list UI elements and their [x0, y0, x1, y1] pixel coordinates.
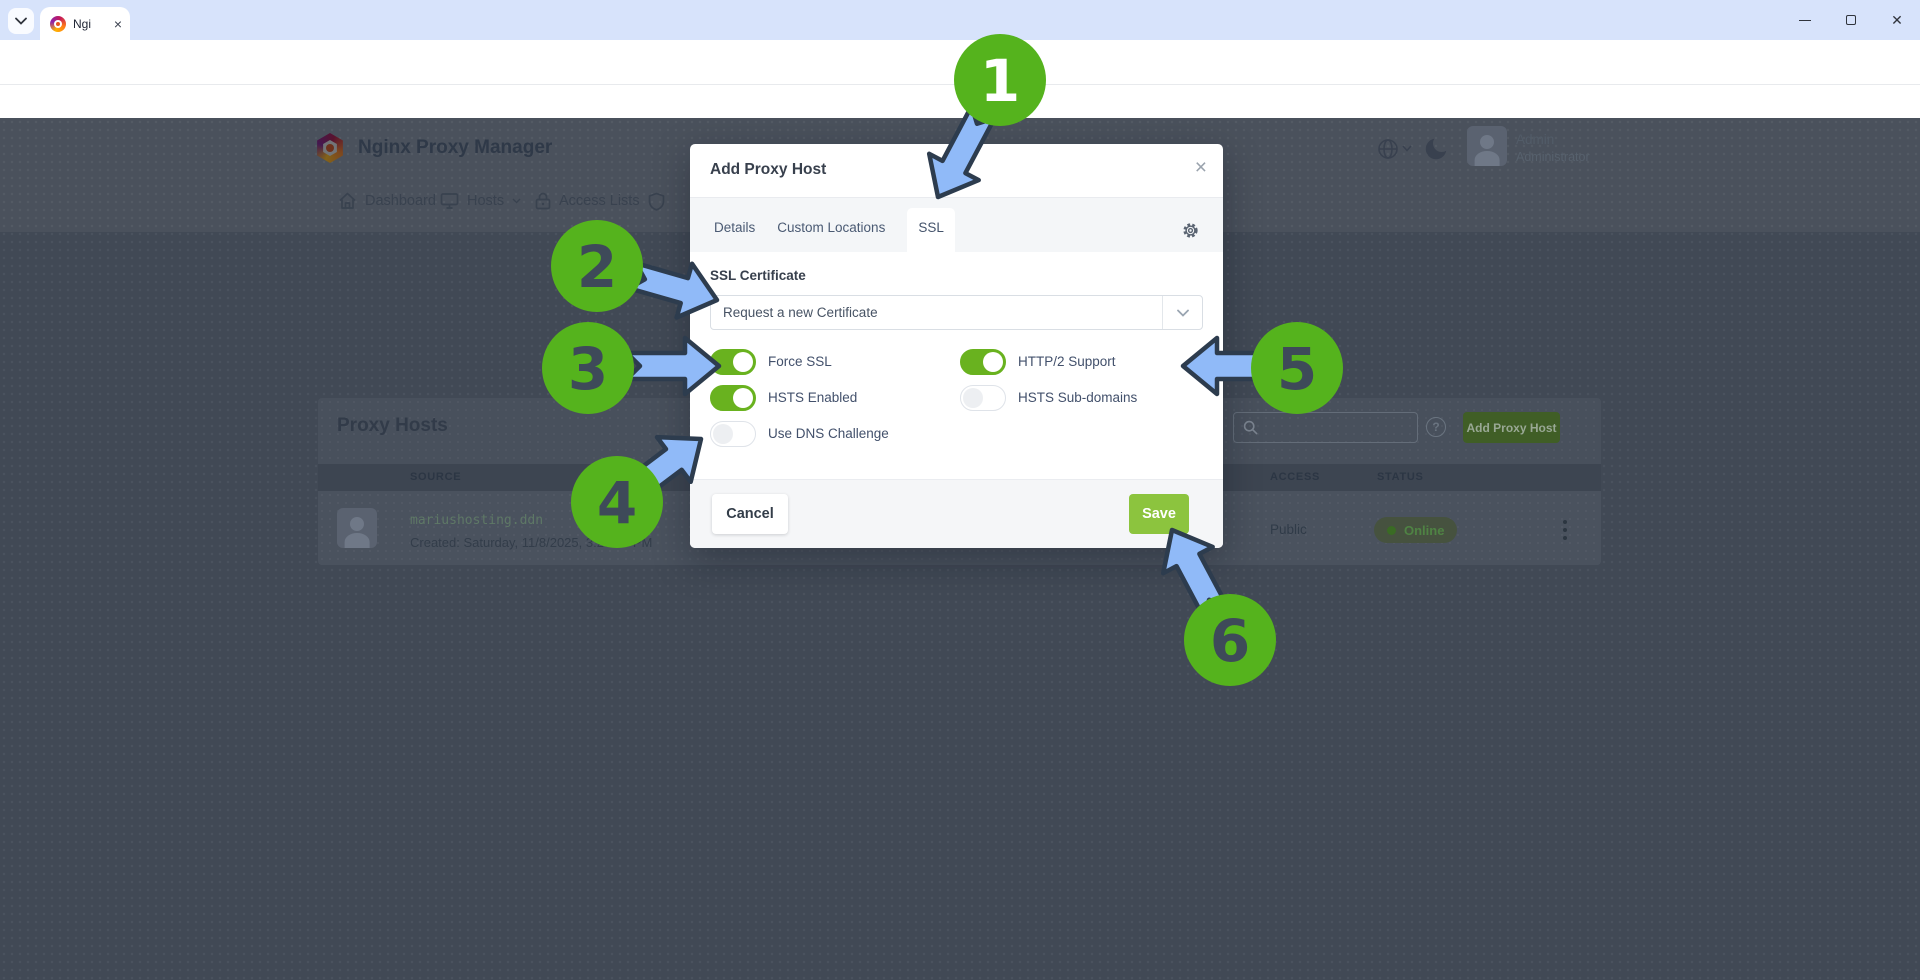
host-avatar: [337, 508, 377, 548]
add-proxy-host-modal: Add Proxy Host × Details Custom Location…: [690, 144, 1223, 548]
tab-search-button[interactable]: [8, 8, 34, 34]
window-controls: ✕: [1782, 0, 1920, 40]
column-source: SOURCE: [410, 471, 462, 483]
npm-favicon-icon: [50, 15, 66, 32]
dark-mode-moon-icon[interactable]: [1424, 134, 1450, 162]
column-access: ACCESS: [1270, 471, 1321, 483]
nav-label: Dashboard: [365, 193, 436, 209]
maximize-icon: [1846, 15, 1856, 25]
nav-label: Hosts: [467, 193, 505, 209]
npm-logo-icon: [317, 133, 343, 163]
column-status: STATUS: [1377, 471, 1424, 483]
http2-support-label: HTTP/2 Support: [1018, 354, 1116, 369]
nav-item-dashboard[interactable]: Dashboard: [338, 192, 436, 210]
modal-tab-bar: Details Custom Locations SSL: [690, 198, 1223, 252]
browser-toolbar: Not secure 192.168.0.188:81/nginx/proxy …: [0, 40, 1920, 118]
status-text: Online: [1404, 522, 1445, 538]
certificate-select[interactable]: Request a new Certificate: [710, 295, 1203, 330]
user-avatar[interactable]: [1467, 126, 1507, 166]
monitor-icon: [440, 193, 459, 209]
shield-icon: [648, 192, 665, 211]
chevron-down-icon: [512, 198, 521, 204]
help-glyph: ?: [1432, 420, 1440, 434]
user-name: Admin: [1516, 132, 1555, 147]
force-ssl-label: Force SSL: [768, 354, 832, 369]
search-input[interactable]: [1233, 412, 1418, 443]
http2-support-toggle[interactable]: [960, 349, 1006, 375]
gear-icon[interactable]: [1182, 222, 1199, 239]
row-menu-icon[interactable]: [1559, 516, 1571, 544]
modal-footer: Cancel Save: [690, 479, 1223, 548]
browser-tab[interactable]: Ngi ×: [40, 7, 130, 40]
host-access: Public: [1270, 522, 1307, 537]
tab-close-icon[interactable]: ×: [113, 15, 122, 32]
host-source: mariushosting.ddn: [410, 513, 544, 528]
nav-item-access-lists[interactable]: Access Lists: [535, 192, 640, 210]
browser-tab-strip: Ngi × ✕: [0, 0, 1920, 40]
help-button[interactable]: ?: [1426, 417, 1446, 437]
app-nav: Dashboard Hosts Access Lists: [0, 176, 1920, 232]
window-close-button[interactable]: ✕: [1874, 0, 1920, 40]
select-caret-zone: [1162, 296, 1202, 329]
modal-header: Add Proxy Host ×: [690, 144, 1223, 198]
chevron-down-icon: [1402, 145, 1412, 152]
dns-challenge-toggle[interactable]: [710, 421, 756, 447]
search-icon: [1243, 420, 1258, 435]
hsts-enabled-label: HSTS Enabled: [768, 390, 858, 405]
online-dot-icon: [1387, 525, 1396, 535]
dns-challenge-label: Use DNS Challenge: [768, 426, 889, 441]
window-maximize-button[interactable]: [1828, 0, 1874, 40]
tab-custom-locations[interactable]: Custom Locations: [777, 220, 886, 235]
language-globe-icon[interactable]: [1376, 137, 1400, 161]
hsts-subdomains-label: HSTS Sub-domains: [1018, 390, 1138, 405]
chevron-down-icon: [15, 17, 27, 25]
chevron-down-icon: [1176, 309, 1189, 317]
modal-close-icon[interactable]: ×: [1194, 156, 1207, 179]
tab-title: Ngi: [73, 16, 92, 31]
page-title: Proxy Hosts: [337, 415, 448, 436]
nav-item-hosts[interactable]: Hosts: [440, 192, 521, 210]
cancel-button[interactable]: Cancel: [712, 494, 788, 534]
window-minimize-button[interactable]: [1782, 0, 1828, 40]
force-ssl-toggle[interactable]: [710, 349, 756, 375]
add-proxy-host-label: Add Proxy Host: [1466, 420, 1557, 435]
nav-label: Access Lists: [559, 193, 640, 209]
home-icon: [339, 192, 356, 209]
nav-item-certificates[interactable]: [648, 192, 665, 211]
lock-icon: [535, 192, 551, 210]
minimize-icon: [1799, 19, 1811, 21]
user-role: Administrator: [1516, 150, 1590, 164]
ssl-certificate-label: SSL Certificate: [710, 268, 806, 283]
close-icon: ✕: [1891, 12, 1903, 28]
save-button[interactable]: Save: [1129, 494, 1189, 534]
tab-ssl[interactable]: SSL: [907, 208, 955, 252]
status-badge: Online: [1374, 517, 1458, 543]
modal-title: Add Proxy Host: [710, 161, 827, 178]
brand-title: Nginx Proxy Manager: [358, 137, 553, 158]
host-created: Created: Saturday, 11/8/2025, 3:26:08 PM: [410, 535, 653, 550]
certificate-select-value: Request a new Certificate: [723, 305, 878, 320]
tab-details[interactable]: Details: [714, 220, 756, 235]
modal-body: SSL Certificate Request a new Certificat…: [690, 252, 1223, 479]
add-proxy-host-button[interactable]: Add Proxy Host: [1463, 412, 1560, 443]
hsts-subdomains-toggle[interactable]: [960, 385, 1006, 411]
page-top-gap: [0, 85, 1920, 118]
hsts-enabled-toggle[interactable]: [710, 385, 756, 411]
